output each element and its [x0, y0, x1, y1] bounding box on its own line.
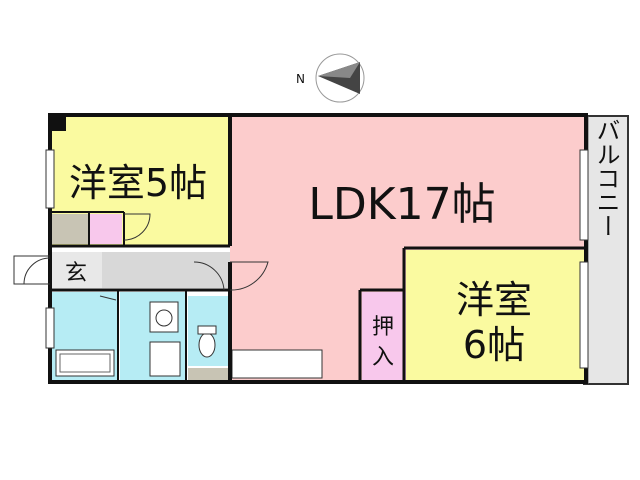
storage-tan: [52, 214, 88, 244]
door-room5: [123, 213, 151, 241]
closet-label-line2: 入: [372, 345, 394, 370]
compass-needle-shade: [318, 62, 360, 78]
toilet-storage: [188, 368, 228, 380]
closet-label-line1: 押: [372, 315, 394, 340]
toilet-bowl: [198, 332, 216, 358]
window-bath: [45, 307, 55, 349]
window-room6: [579, 261, 589, 369]
outer-wall: [48, 113, 588, 384]
doors: [13, 213, 269, 301]
entrance-door-frame: [13, 255, 50, 285]
toilet-tank: [197, 325, 217, 335]
window-ldk: [579, 149, 589, 241]
door-toilet-swing: [193, 261, 225, 291]
balcony: [583, 115, 629, 385]
closet: [362, 292, 406, 380]
door-bath: [99, 295, 117, 301]
room-western-6-label-line2: 6帖: [463, 323, 525, 367]
bathtub-inner: [59, 353, 111, 373]
entrance-label: 玄: [65, 261, 87, 286]
entrance-door-swing: [23, 257, 51, 285]
pillar: [52, 117, 66, 131]
washbasin-bowl: [155, 309, 173, 327]
compass-north-label: N: [296, 72, 305, 86]
entrance-genkan: [52, 252, 102, 288]
room-western-6: [406, 250, 584, 380]
walls: [48, 113, 588, 384]
compass: N: [296, 53, 365, 103]
balcony-label: バルコニー: [592, 118, 620, 238]
window-room5: [45, 149, 55, 209]
room-western-6-label-line1: 洋室: [456, 278, 532, 322]
room-ldk-label: LDK17帖: [308, 179, 495, 230]
washing-machine-space: [149, 341, 181, 377]
windows: [45, 149, 589, 369]
storage-pink: [90, 214, 122, 244]
kitchen-counter: [231, 349, 323, 379]
door-ldk: [229, 261, 269, 291]
room-western-5-label: 洋室5帖: [69, 161, 207, 205]
